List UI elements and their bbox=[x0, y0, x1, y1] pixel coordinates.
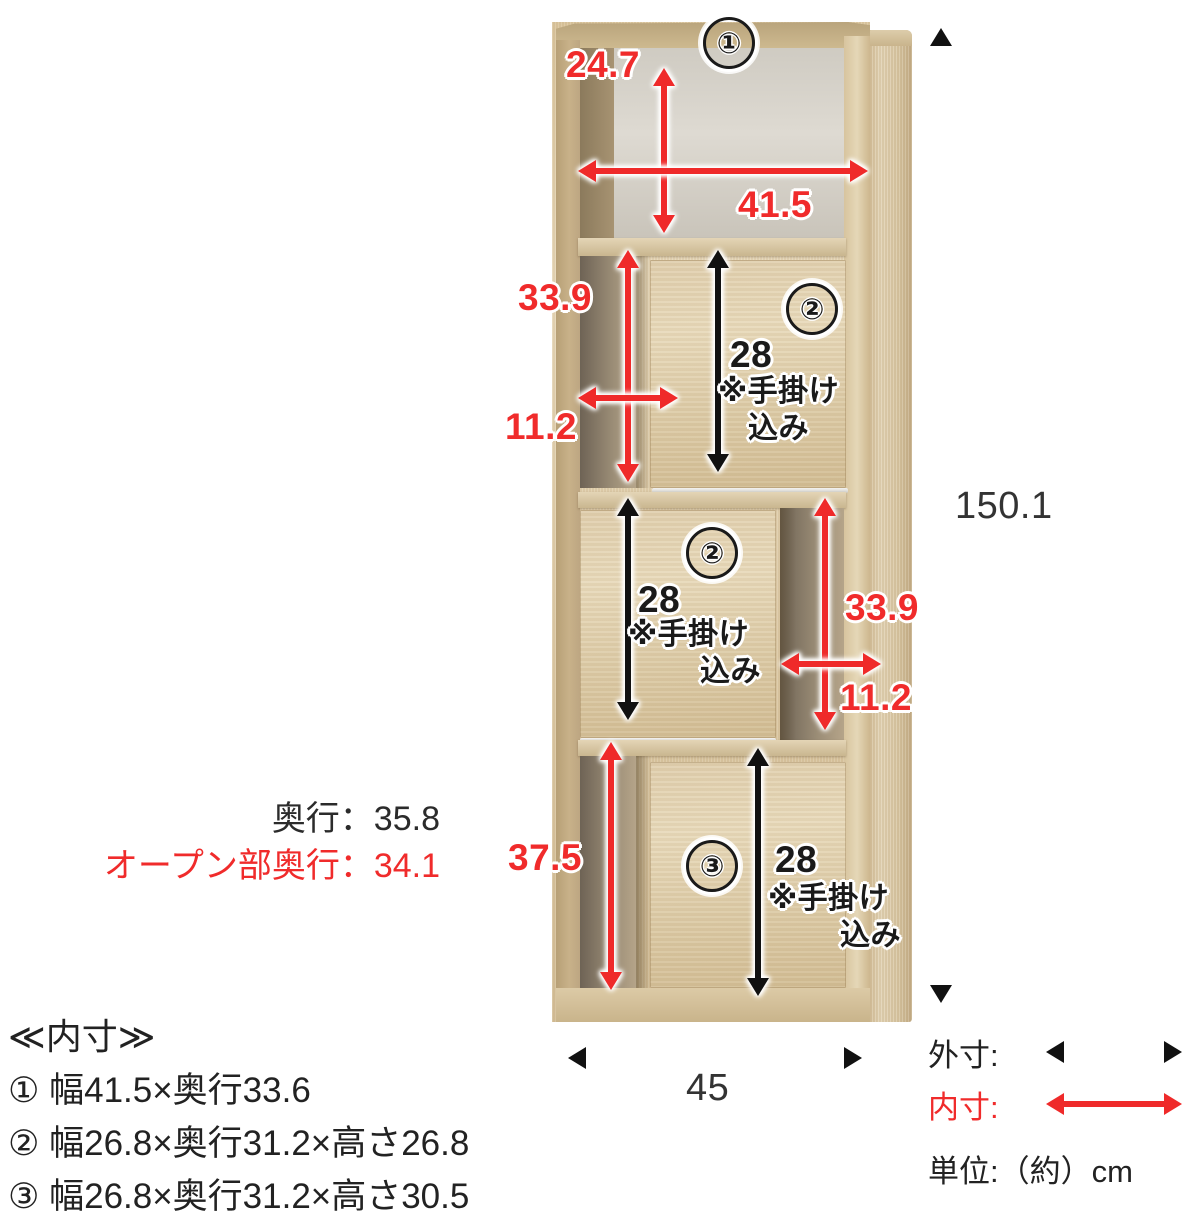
marker-three: ③ bbox=[686, 840, 738, 892]
narrow-open-column-upper-shadow bbox=[636, 256, 650, 488]
depth-open-text: オープン部奥行：34.1 bbox=[103, 846, 440, 885]
dim-arrow-upper-inner-width bbox=[578, 385, 678, 411]
dim-arrow-open-top-height bbox=[651, 68, 677, 233]
dim-label-open-top-width: 41.5 bbox=[738, 184, 813, 225]
dim-arrow-middle-inner-width bbox=[781, 651, 881, 677]
dim-note-box-bottom-line2: 込み bbox=[840, 919, 901, 952]
legend-row-outer: 外寸: bbox=[928, 1026, 1182, 1078]
depth-outer-text: 奥行：35.8 bbox=[271, 800, 440, 838]
shelf-board-1 bbox=[578, 238, 846, 256]
dim-label-box-middle-height: 28 bbox=[638, 579, 681, 620]
dim-arrow-upper-inner-height bbox=[615, 250, 641, 482]
dim-label-box-bottom-height: 28 bbox=[775, 839, 818, 880]
dim-label-overall-width: 45 bbox=[686, 1067, 730, 1109]
dim-arrow-box-bottom-height bbox=[745, 748, 771, 996]
dim-arrow-open-top-width bbox=[578, 158, 868, 184]
dim-label-middle-inner-height: 33.9 bbox=[845, 587, 920, 628]
legend-outer-label: 外寸: bbox=[928, 1037, 999, 1073]
cabinet-side-panel-top-edge bbox=[866, 30, 912, 46]
dim-note-box-upper-line2: 込み bbox=[748, 412, 809, 445]
dim-arrow-box-middle-height bbox=[615, 498, 641, 720]
marker-two-middle: ② bbox=[686, 527, 738, 579]
inner-dimensions-row-3: ③ 幅26.8×奥行31.2×高さ30.5 bbox=[8, 1177, 470, 1217]
pullout-box-bottom bbox=[650, 762, 846, 988]
cabinet-base-rail bbox=[556, 988, 870, 1022]
dim-arrow-overall-height bbox=[928, 28, 954, 1003]
shelf-board-3 bbox=[578, 740, 846, 756]
pullout-box-middle bbox=[580, 510, 776, 738]
dim-arrow-middle-inner-height bbox=[812, 498, 838, 730]
dim-arrow-box-upper-height bbox=[705, 250, 731, 472]
legend-block: 外寸: 内寸: 単位:（約）cm bbox=[928, 1026, 1182, 1191]
dim-note-box-middle-line2: 込み bbox=[700, 655, 761, 688]
depth-info-block: 奥行：35.8 オープン部奥行：34.1 bbox=[0, 796, 440, 890]
legend-row-inner: 内寸: bbox=[928, 1078, 1182, 1130]
dim-note-box-bottom-line1: ※手掛け bbox=[768, 882, 890, 915]
narrow-open-column-middle-shadow bbox=[780, 508, 796, 740]
dim-label-bottom-inner-height: 37.5 bbox=[508, 837, 583, 878]
inner-dimensions-row-1: ① 幅41.5×奥行33.6 bbox=[8, 1071, 311, 1110]
pullout-box-upper-handle bbox=[652, 488, 848, 493]
cabinet-side-panel bbox=[866, 30, 912, 1022]
shelf-illustration bbox=[552, 22, 912, 1022]
dim-label-upper-inner-height: 33.9 bbox=[518, 277, 593, 318]
cabinet-right-stile bbox=[844, 36, 870, 1022]
dim-label-box-upper-height: 28 bbox=[730, 334, 773, 375]
dim-label-overall-height: 150.1 bbox=[955, 485, 1053, 527]
legend-inner-label: 内寸: bbox=[928, 1089, 999, 1125]
legend-inner-arrow bbox=[1046, 1091, 1182, 1117]
dim-arrow-bottom-inner-height bbox=[598, 742, 624, 990]
marker-two-upper: ② bbox=[786, 283, 838, 335]
dim-label-open-top-height: 24.7 bbox=[566, 44, 641, 85]
dim-label-upper-inner-width: 11.2 bbox=[505, 406, 577, 447]
dim-arrow-overall-width bbox=[568, 1045, 862, 1071]
dim-note-box-upper-line1: ※手掛け bbox=[718, 375, 840, 408]
shelf-board-2 bbox=[578, 492, 846, 508]
legend-outer-arrow bbox=[1046, 1039, 1182, 1065]
marker-one: ① bbox=[703, 17, 755, 69]
open-shelf-recess-1-left-wall bbox=[580, 48, 614, 238]
legend-unit-label: 単位:（約）cm bbox=[928, 1154, 1133, 1189]
open-shelf-recess-1 bbox=[580, 48, 844, 238]
inner-dimensions-title: ≪内寸≫ bbox=[8, 1016, 156, 1057]
dim-label-middle-inner-width: 11.2 bbox=[840, 677, 912, 718]
inner-dimensions-row-2: ② 幅26.8×奥行31.2×高さ26.8 bbox=[8, 1124, 470, 1164]
inner-dimensions-block: ≪内寸≫ ① 幅41.5×奥行33.6 ② 幅26.8×奥行31.2×高さ26.… bbox=[8, 1010, 469, 1224]
dim-note-box-middle-line1: ※手掛け bbox=[628, 618, 750, 651]
narrow-open-column-bottom-shadow bbox=[636, 756, 650, 988]
cabinet-left-stile bbox=[556, 40, 580, 1022]
